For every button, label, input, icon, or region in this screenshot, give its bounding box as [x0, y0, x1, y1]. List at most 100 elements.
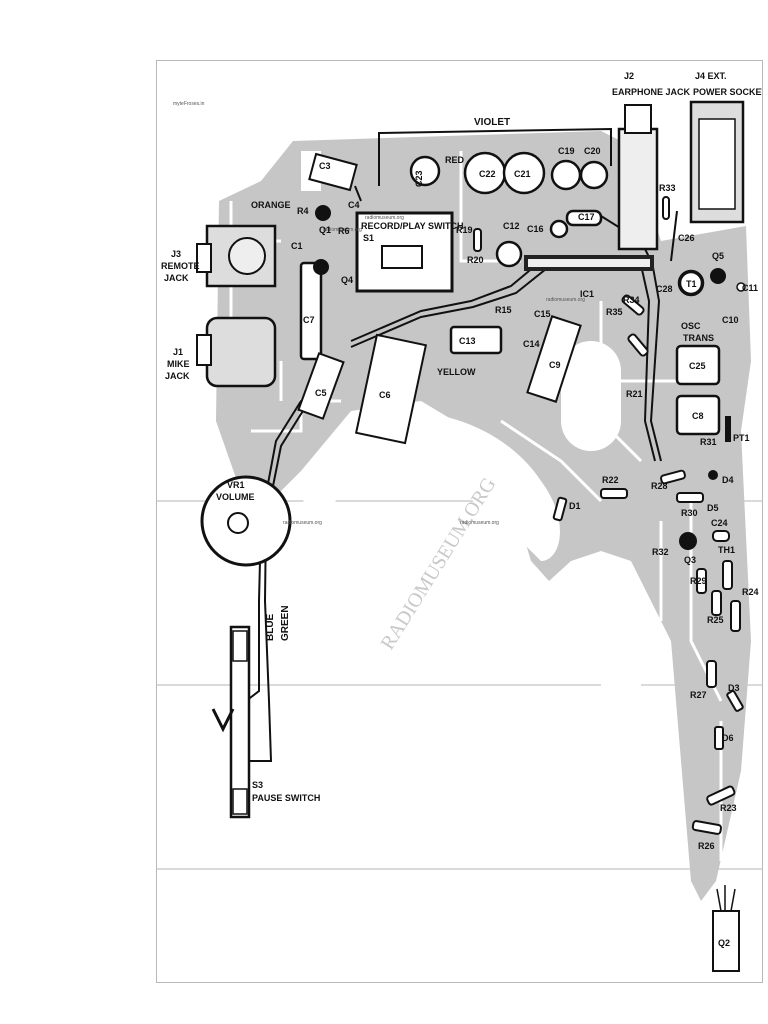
pause-switch-body	[211, 625, 251, 819]
electrolytic-caps-round	[409, 151, 705, 297]
j2-label: EARPHONE JACK	[612, 87, 691, 97]
label-C10: C10	[722, 315, 739, 325]
remote-jack-body	[196, 224, 277, 288]
volume-pot-body	[200, 475, 292, 567]
j4-label: POWER SOCKET	[693, 87, 762, 97]
label-R28: R28	[651, 481, 668, 491]
pcb-traces-gaps	[298, 151, 641, 721]
label-C24: C24	[711, 518, 728, 528]
label-D5: D5	[707, 503, 719, 513]
oscillator-coil	[678, 270, 746, 442]
resistors	[473, 196, 741, 835]
label-R32: R32	[652, 547, 669, 557]
wire-label-blue: BLUE	[265, 613, 276, 641]
label-D3: D3	[728, 683, 740, 693]
label-R34: R34	[623, 295, 640, 305]
j1-label: JACK	[165, 371, 190, 381]
label-C9: C9	[549, 360, 561, 370]
label-C14: C14	[523, 339, 540, 349]
wire-label-green: GREEN	[280, 605, 291, 641]
label-R15: R15	[495, 305, 512, 315]
label-R26: R26	[698, 841, 715, 851]
small-mark: radiomuseum.org	[283, 520, 322, 526]
label-R29: R29	[690, 576, 707, 586]
label-C16: C16	[527, 224, 544, 234]
ic1-body	[524, 255, 654, 271]
label-C4: C4	[348, 200, 360, 210]
label-PT1: PT1	[733, 433, 750, 443]
label-TH1: TH1	[718, 545, 735, 555]
label-R24: R24	[742, 587, 759, 597]
label-R20: R20	[467, 255, 484, 265]
label-C12: C12	[503, 221, 520, 231]
label-C20: C20	[584, 146, 601, 156]
j3-label: REMOTE	[161, 261, 200, 271]
label-D1: D1	[569, 501, 581, 511]
label-R22: R22	[602, 475, 619, 485]
transistors	[313, 205, 726, 550]
label-C25: C25	[689, 361, 706, 371]
s1-label: S1	[363, 233, 374, 243]
header-tiny-text: myteFroses.in	[173, 101, 205, 107]
label-R33: R33	[659, 183, 676, 193]
label-Q3: Q3	[684, 555, 696, 565]
wire-label-violet: VIOLET	[474, 117, 510, 128]
label-C1: C1	[291, 241, 303, 251]
label-R4: R4	[297, 206, 309, 216]
label-R21: R21	[626, 389, 643, 399]
s3-label: S3	[252, 780, 263, 790]
mike-jack-body	[196, 316, 277, 388]
label-T1: T1	[686, 279, 697, 289]
label-R25: R25	[707, 615, 724, 625]
small-mark: radiomuseum.org	[365, 215, 404, 221]
small-mark: radiomuseum.org	[323, 227, 362, 233]
j1-label: MIKE	[167, 359, 190, 369]
label-D6: D6	[722, 733, 734, 743]
label-Q4: Q4	[341, 275, 353, 285]
pcb-traces-background	[216, 131, 751, 901]
label-C15: C15	[534, 309, 551, 319]
label-Q2: Q2	[718, 938, 730, 948]
label-D4: D4	[722, 475, 734, 485]
label-C13: C13	[459, 336, 476, 346]
earphone-jack-body	[617, 104, 659, 251]
j3-label: JACK	[164, 273, 189, 283]
label-R35: R35	[606, 307, 623, 317]
label-R23: R23	[720, 803, 737, 813]
label-C11: C11	[742, 283, 758, 293]
wire-label-red: RED	[445, 155, 465, 165]
j1-label: J1	[173, 347, 183, 357]
label-C23: C23	[414, 170, 424, 187]
label-C17: C17	[578, 212, 595, 222]
j4-label: J4 EXT.	[695, 71, 727, 81]
electrolytic-caps-axial	[299, 209, 721, 436]
record-play-switch-body	[355, 211, 454, 293]
label-C8: C8	[692, 411, 704, 421]
label-C21: C21	[514, 169, 531, 179]
label-R31: R31	[700, 437, 717, 447]
small-mark: radiomuseum.org	[546, 297, 585, 303]
label-C26: C26	[678, 233, 695, 243]
label-Q1: Q1	[319, 225, 331, 235]
component-labels: C3 C23 C22 C21 C19 C20 R4 Q1 R6 C4 C1 Q4…	[291, 146, 759, 948]
vr1-label: VOLUME	[216, 492, 255, 502]
osc-label: TRANS	[683, 333, 714, 343]
small-mark: radiomuseum.org	[460, 520, 499, 526]
label-C19: C19	[558, 146, 575, 156]
label-C5: C5	[315, 388, 327, 398]
vr1-label: VR1	[227, 480, 245, 490]
diodes	[552, 496, 744, 972]
wire-label-orange: ORANGE	[251, 200, 291, 210]
label-IC1: IC1	[580, 289, 594, 299]
label-Q5: Q5	[712, 251, 724, 261]
s3-label: PAUSE SWITCH	[252, 793, 320, 803]
label-R30: R30	[681, 508, 698, 518]
pcb-layout-diagram: RADIOMUSEUM.ORG myteFroses.in radiomuseu…	[157, 71, 762, 972]
j2-label: J2	[624, 71, 634, 81]
label-R6: R6	[338, 226, 350, 236]
label-C28: C28	[656, 284, 673, 294]
label-R27: R27	[690, 690, 707, 700]
j3-label: J3	[171, 249, 181, 259]
osc-label: OSC	[681, 321, 701, 331]
s1-label: RECORD/PLAY SWITCH	[361, 221, 464, 231]
